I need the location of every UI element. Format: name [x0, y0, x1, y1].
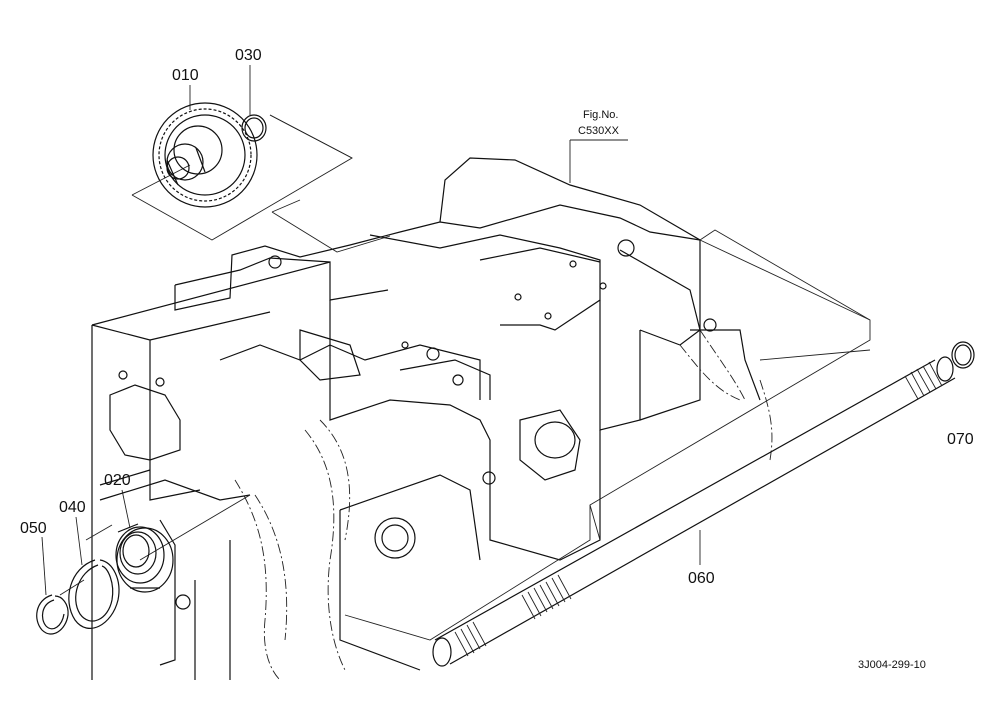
part-label-060: 060: [688, 570, 715, 587]
part-label-040: 040: [59, 499, 86, 516]
shaft-060: [432, 356, 956, 667]
snap-ring-040: [68, 559, 120, 629]
figure-ref-line2: C530XX: [578, 125, 620, 137]
gear-010: [152, 102, 258, 208]
part-label-020: 020: [104, 472, 131, 489]
drawing-code: 3J004-299-10: [858, 659, 926, 671]
transmission-housing: [91, 157, 773, 681]
snap-ring-070: [951, 341, 975, 369]
snap-ring-050: [36, 594, 69, 635]
part-label-050: 050: [20, 520, 47, 537]
exploded-view-guides: [59, 114, 871, 641]
snap-ring-030: [241, 114, 267, 142]
oil-seal-020: [115, 523, 174, 593]
part-label-070: 070: [947, 431, 974, 448]
figure-ref-line1: Fig.No.: [583, 109, 618, 121]
leader-lines: [41, 65, 701, 596]
part-label-030: 030: [235, 47, 262, 64]
part-label-010: 010: [172, 67, 199, 84]
